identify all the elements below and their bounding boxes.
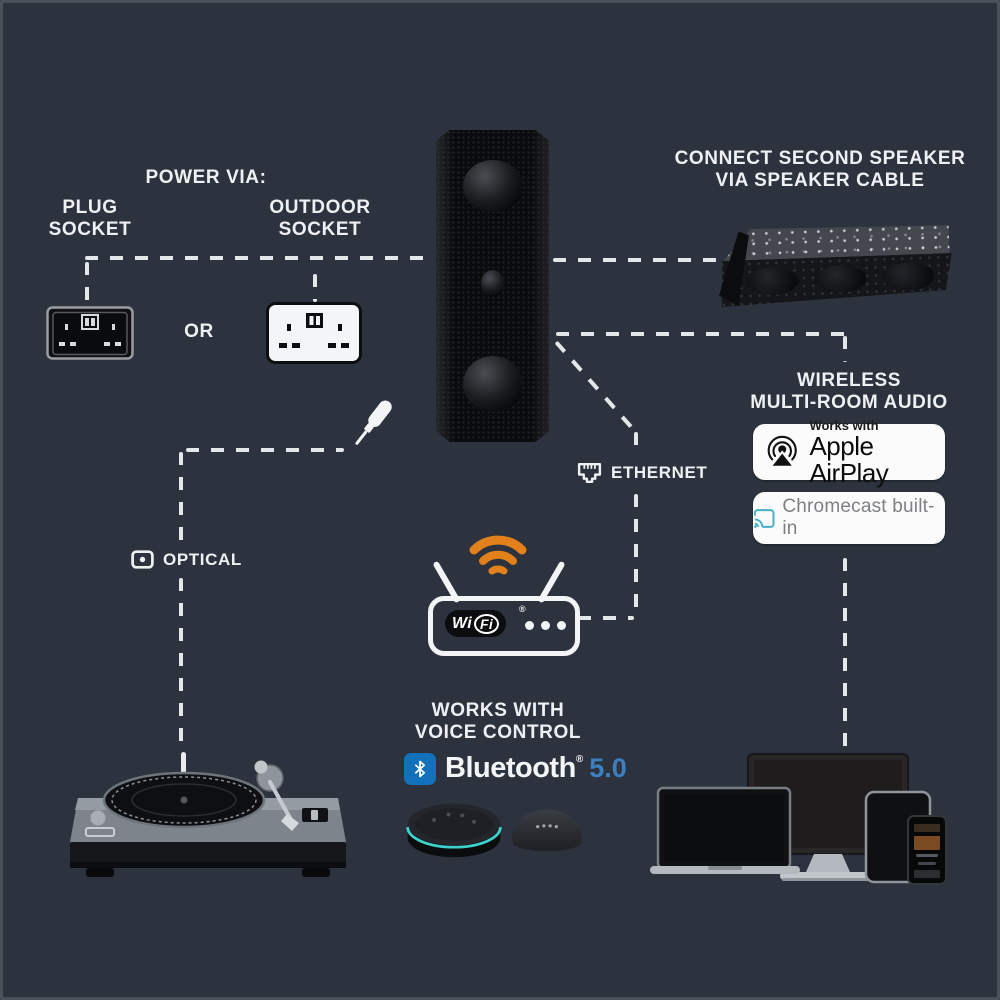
wireless-heading: WIRELESS MULTI-ROOM AUDIO — [750, 370, 948, 413]
connector-optical-upper — [179, 452, 183, 544]
bluetooth-registered-mark: ® — [575, 754, 584, 765]
wifi-logo-fi: Fi — [474, 613, 500, 634]
google-home-mini — [508, 802, 586, 856]
bluetooth-row: Bluetooth® 5.0 — [404, 752, 627, 785]
optical-label: OPTICAL — [163, 549, 242, 569]
second-speaker-heading: CONNECT SECOND SPEAKER VIA SPEAKER CABLE — [674, 148, 966, 191]
router-led — [541, 621, 550, 630]
playback-devices — [648, 746, 968, 886]
outdoor-socket — [266, 302, 362, 364]
second-speaker — [715, 222, 956, 308]
router-led — [525, 621, 534, 630]
chromecast-icon — [753, 508, 775, 528]
chromecast-badge: Chromecast built-in — [753, 492, 945, 544]
wifi-registered-mark: ® — [519, 604, 526, 614]
turntable — [64, 738, 356, 880]
airplay-icon — [767, 435, 797, 468]
router-led — [557, 621, 566, 630]
chromecast-label: Chromecast built-in — [782, 496, 935, 539]
airplay-works-with: Works with — [809, 417, 879, 433]
connector-optical-lower — [179, 578, 183, 748]
power-via-heading: POWER VIA: — [145, 167, 267, 188]
connector-plug-socket-drop — [85, 262, 89, 302]
bluetooth-version: 5.0 — [589, 753, 627, 783]
smartphone — [907, 815, 947, 885]
wifi-logo-wi: Wi — [452, 614, 473, 632]
connector-ethernet-diagonal — [554, 340, 635, 431]
connector-ethernet-upper — [634, 432, 638, 454]
connector-router-link — [578, 616, 634, 620]
ethernet-label: ETHERNET — [611, 462, 708, 482]
connector-wireless-drop — [843, 336, 847, 362]
connector-outdoor-socket-drop — [313, 274, 317, 302]
connector-power-horizontal — [85, 256, 428, 260]
tower-speaker — [436, 130, 549, 442]
second-speaker-front-face — [718, 253, 953, 307]
plug-socket — [46, 306, 134, 360]
connector-devices-drop — [843, 558, 847, 748]
second-speaker-driver — [746, 266, 799, 296]
echo-dot — [404, 798, 504, 860]
speaker-woofer-top — [463, 160, 523, 212]
bluetooth-icon — [404, 752, 436, 785]
speaker-tweeter — [481, 270, 504, 297]
laptop — [650, 786, 800, 874]
wifi-signal-icon — [466, 528, 530, 580]
connector-aux-horizontal — [186, 448, 344, 452]
outdoor-socket-label: OUTDOOR SOCKET — [269, 197, 371, 240]
plug-socket-label: PLUG SOCKET — [48, 197, 132, 240]
connector-wireless-horizontal — [556, 332, 846, 336]
aux-jack-icon — [344, 394, 400, 458]
second-speaker-driver — [814, 264, 867, 294]
voice-control-heading: WORKS WITH VOICE CONTROL — [414, 700, 582, 743]
speaker-woofer-bottom — [463, 356, 523, 412]
airplay-name: Apple AirPlay — [809, 430, 889, 488]
connector-second-speaker — [553, 258, 717, 262]
bluetooth-name: Bluetooth — [445, 752, 576, 784]
optical-icon — [131, 550, 154, 569]
or-label: OR — [184, 321, 214, 342]
airplay-badge: Works with Apple AirPlay — [753, 418, 945, 486]
optical-label-group: OPTICAL — [126, 548, 246, 571]
ethernet-label-group: ETHERNET — [572, 458, 712, 487]
connector-ethernet-lower — [634, 494, 638, 618]
second-speaker-driver — [882, 262, 935, 292]
ethernet-icon — [577, 462, 602, 484]
